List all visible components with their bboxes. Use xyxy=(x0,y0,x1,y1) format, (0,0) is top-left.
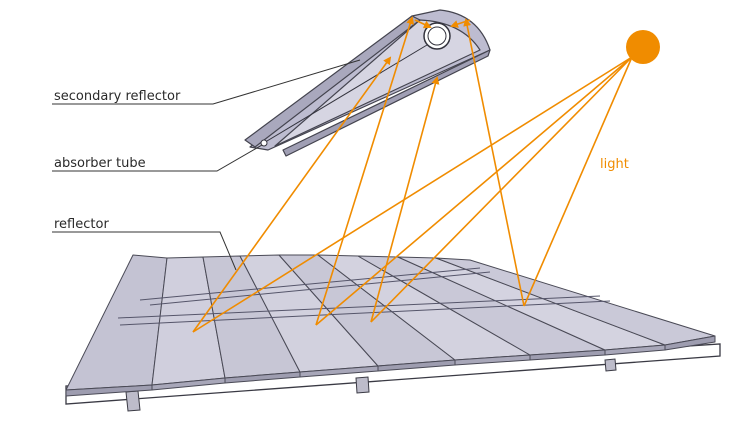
leader-absorber-tube xyxy=(52,144,263,172)
ray-reflected-1 xyxy=(192,56,392,333)
leader-secondary-reflector xyxy=(52,59,361,105)
label-absorber-tube: absorber tube xyxy=(54,156,146,171)
ray-incoming-3 xyxy=(370,56,633,323)
leader-reflector xyxy=(52,231,237,271)
ray-incoming-2 xyxy=(315,56,633,326)
label-secondary-reflector: secondary reflector xyxy=(54,89,181,104)
ray-reflected-4 xyxy=(463,18,525,307)
ray-reflected-2 xyxy=(315,16,415,326)
light-rays xyxy=(192,16,633,333)
ray-incoming-1 xyxy=(192,56,633,333)
label-light: light xyxy=(600,157,629,172)
sun-icon xyxy=(626,30,660,64)
ray-secondary-2 xyxy=(450,19,471,28)
ray-reflected-3 xyxy=(370,76,440,323)
label-reflector: reflector xyxy=(54,217,109,232)
leader-lines xyxy=(52,59,361,271)
absorber-tube xyxy=(260,22,451,147)
reflector-field xyxy=(65,254,716,397)
ray-secondary-1 xyxy=(414,19,432,29)
ray-incoming-4 xyxy=(523,56,633,307)
